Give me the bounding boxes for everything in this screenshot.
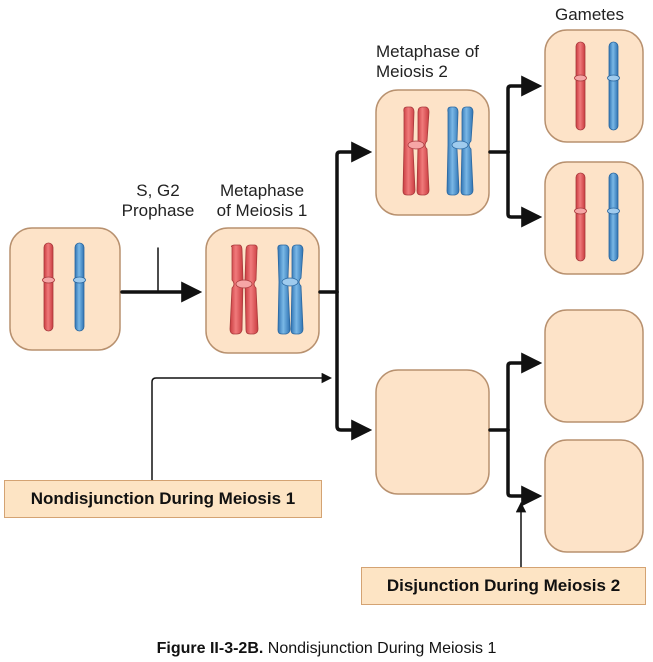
cell-metaphase-2-empty — [375, 369, 490, 495]
metaphase-1-label-line1: Metaphase — [219, 181, 305, 200]
figure-title: Nondisjunction During Meiosis 1 — [267, 640, 497, 657]
arrow-to-gamete-3 — [506, 352, 543, 432]
gamete-3-empty — [544, 309, 644, 423]
arrow-to-metaphase-2-top — [335, 141, 373, 294]
sg2-label-line1: S, G2 — [136, 181, 180, 200]
nondisjunction-pointer — [151, 372, 333, 480]
metaphase-1-label-line2: of Meiosis 1 — [216, 201, 308, 220]
arrow-to-gamete-4 — [506, 428, 543, 507]
sg2-label-line2: Prophase — [121, 201, 195, 220]
arrow-to-gamete-2 — [506, 150, 543, 228]
chromosome-blue-metaphase-2 — [446, 106, 474, 196]
cell-metaphase-2-top — [375, 89, 490, 216]
chromosome-red-metaphase-2 — [402, 106, 430, 196]
gamete-2 — [544, 161, 644, 275]
gamete-4-empty — [544, 439, 644, 553]
nondisjunction-callout: Nondisjunction During Meiosis 1 — [4, 480, 322, 518]
arrow-to-gamete-1 — [506, 75, 543, 154]
callout-pointers — [151, 372, 527, 568]
chromosome-red-replicated — [229, 244, 259, 335]
gametes-label: Gametes — [555, 5, 624, 24]
figure-caption: Figure II-3-2B. Nondisjunction During Me… — [0, 640, 653, 658]
cell-metaphase-1 — [205, 227, 320, 354]
figure-id: Figure II-3-2B. — [156, 640, 264, 657]
metaphase-2-label-line1: Metaphase of — [376, 42, 480, 61]
disjunction-callout: Disjunction During Meiosis 2 — [361, 567, 646, 605]
cell-initial — [9, 227, 121, 351]
chromosome-blue-replicated — [277, 244, 304, 335]
chromosome-red-single — [42, 242, 55, 332]
arrow-to-metaphase-2-bottom — [335, 290, 373, 441]
chromosome-blue-single — [73, 242, 86, 332]
gamete-1 — [544, 29, 644, 143]
connector-arrows — [120, 75, 543, 507]
metaphase-2-label-line2: Meiosis 2 — [376, 62, 448, 81]
